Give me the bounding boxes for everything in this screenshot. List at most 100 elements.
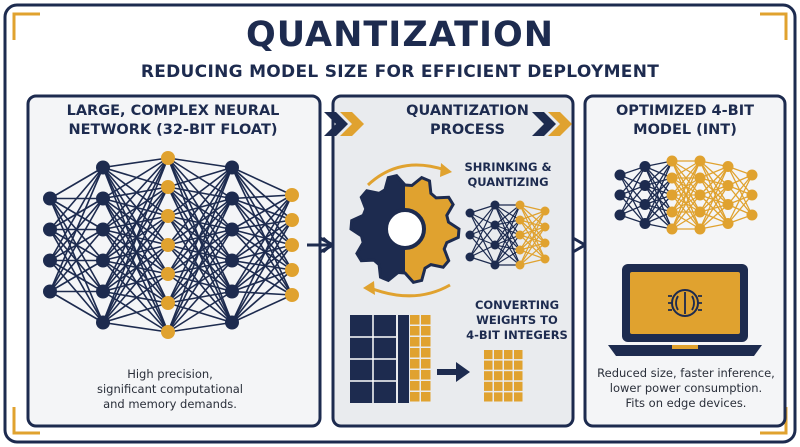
network-edge — [644, 194, 673, 224]
network-edge — [231, 194, 293, 262]
network-edge — [671, 160, 701, 213]
network-edge — [469, 212, 496, 266]
network-edge — [231, 259, 293, 271]
weight-cell — [484, 350, 493, 360]
network-edge — [167, 186, 233, 262]
network-edge — [167, 167, 233, 275]
network-edge — [102, 198, 169, 304]
label-shrinking: SHRINKING & QUANTIZING — [464, 160, 552, 189]
network-node — [225, 253, 239, 268]
network-edge — [644, 185, 673, 230]
panel-heading-optimized: OPTIMIZED 4-BIT MODEL (INT) — [615, 103, 754, 138]
weight-cell — [410, 359, 420, 369]
network-edge — [167, 157, 233, 261]
network-edge — [102, 166, 169, 246]
network-node — [540, 254, 550, 264]
network-edge — [102, 273, 169, 324]
network-edge — [167, 166, 233, 217]
network-edge — [231, 219, 293, 293]
network-node — [43, 284, 57, 299]
network-node — [161, 151, 175, 165]
network-edge — [167, 166, 233, 246]
network-edge — [619, 166, 646, 216]
weight-cell — [504, 360, 513, 370]
network-node — [515, 260, 525, 270]
weight-cell — [504, 392, 513, 402]
network-node — [285, 238, 299, 252]
network-edge — [167, 167, 233, 333]
network-edge — [619, 185, 646, 216]
arrow-right-icon — [437, 362, 470, 382]
network-edge — [727, 194, 753, 224]
network-node — [639, 161, 651, 172]
network-node — [96, 315, 110, 330]
weight-cell — [421, 337, 431, 347]
panel-large-network — [26, 94, 322, 428]
network-node — [161, 296, 175, 310]
network-edge — [231, 166, 293, 196]
arrow-right-icon — [307, 236, 334, 254]
network-edge — [102, 228, 169, 304]
weight-cell — [398, 315, 409, 403]
page-subtitle: REDUCING MODEL SIZE FOR EFFICIENT DEPLOY… — [140, 62, 660, 82]
network-edge — [519, 210, 546, 251]
network-edge — [49, 167, 104, 261]
corner-brackets — [12, 12, 788, 435]
network-node — [161, 180, 175, 194]
network-node — [666, 206, 678, 218]
weight-cell — [410, 315, 420, 325]
weight-cell — [410, 348, 420, 358]
network-edge — [699, 185, 729, 230]
weight-cell — [504, 350, 513, 360]
network-edge — [699, 177, 729, 205]
network-edge — [699, 194, 729, 224]
network-node — [722, 180, 734, 191]
network-node — [285, 213, 299, 227]
network-node — [515, 230, 525, 240]
chevron-icon — [532, 112, 572, 136]
network-edge — [469, 244, 496, 258]
network-node — [694, 172, 706, 184]
network-node — [465, 208, 475, 218]
network-edge — [102, 186, 169, 323]
network-edge — [469, 212, 496, 226]
network-node — [639, 180, 651, 191]
network-node — [285, 288, 299, 302]
weight-cell — [484, 371, 493, 381]
weight-cell — [494, 392, 503, 402]
network-edge — [102, 302, 169, 324]
network-edge — [167, 186, 233, 292]
network-node — [225, 222, 239, 237]
network-node — [161, 209, 175, 223]
network-edge — [102, 259, 169, 333]
network-edge — [519, 210, 546, 236]
weight-cell — [410, 326, 420, 336]
weight-cell — [514, 350, 523, 360]
network-edge — [699, 166, 729, 213]
network-edge — [644, 166, 673, 196]
weight-cell — [410, 337, 420, 347]
network-node — [722, 161, 734, 172]
weight-cell — [514, 371, 523, 381]
brain-chip-icon — [668, 289, 702, 317]
gear-icon — [349, 174, 461, 284]
network-node — [225, 315, 239, 330]
weight-cell — [421, 392, 431, 402]
neural-network-icon — [43, 151, 299, 339]
network-edge — [494, 234, 521, 266]
network-node — [614, 189, 626, 201]
network-edge — [671, 177, 701, 230]
network-edge — [102, 157, 169, 169]
weights-32bit-grid — [350, 315, 396, 403]
weight-cell — [484, 360, 493, 370]
chevron-icon — [324, 112, 364, 136]
network-node — [490, 240, 500, 250]
network-node — [515, 245, 525, 255]
network-node — [694, 206, 706, 218]
gear-outline — [349, 174, 461, 284]
network-node — [746, 169, 758, 181]
weights-mixed-grid — [398, 315, 431, 403]
network-edge — [671, 160, 701, 196]
network-edge — [167, 167, 233, 304]
network-edge — [644, 185, 673, 213]
